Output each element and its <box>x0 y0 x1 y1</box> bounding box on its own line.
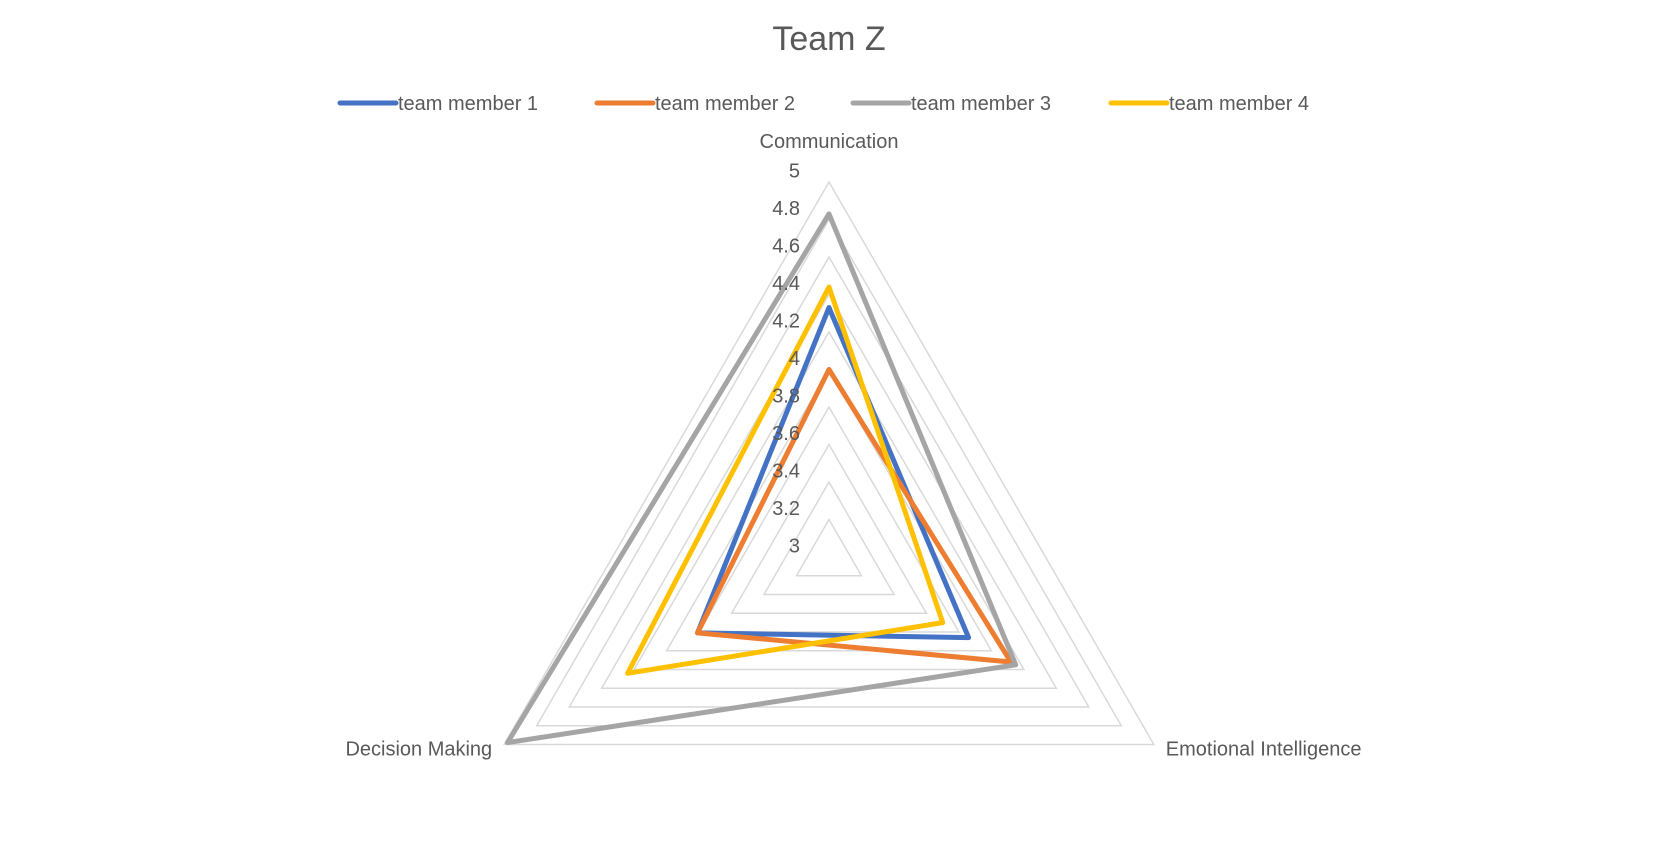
tick-label-5: 4 <box>789 348 800 370</box>
category-label-3: Decision Making <box>345 739 492 761</box>
tick-label-2: 3.4 <box>772 460 800 482</box>
series-1-polygon <box>695 305 972 641</box>
legend-label-3: team member 3 <box>911 93 1051 115</box>
series-4-polygon <box>625 284 946 676</box>
chart-title: Team Z <box>772 20 885 58</box>
legend-item-4: team member 4 <box>1108 93 1309 115</box>
legend: team member 1 team member 2 team member 3 t… <box>337 93 1309 115</box>
tick-label-10: 5 <box>789 160 800 182</box>
grid-ring-1 <box>795 517 863 577</box>
legend-label-2: team member 2 <box>655 93 795 115</box>
grid-ring-4 <box>697 405 961 633</box>
series-group <box>505 211 1019 746</box>
tick-label-7: 4.4 <box>772 273 800 295</box>
legend-item-3: team member 3 <box>850 93 1051 115</box>
tick-label-3: 3.6 <box>772 423 800 445</box>
tick-label-0: 3 <box>789 535 800 557</box>
tick-labels: 3 3.2 3.4 3.6 3.8 4 4.2 4.4 4.6 4.8 5 <box>772 160 800 557</box>
category-label-2: Emotional Intelligence <box>1166 739 1362 761</box>
grid-ring-9 <box>535 217 1123 727</box>
tick-label-9: 4.8 <box>772 198 800 220</box>
series-2-polygon <box>695 367 1014 665</box>
tick-label-1: 3.2 <box>772 498 800 520</box>
grid-ring-3 <box>730 442 928 615</box>
tick-label-6: 4.2 <box>772 310 800 332</box>
grid-ring-8 <box>567 255 1091 708</box>
radar-grid <box>502 180 1156 746</box>
grid-ring-6 <box>632 330 1026 671</box>
tick-label-8: 4.6 <box>772 235 800 257</box>
legend-item-1: team member 1 <box>337 93 538 115</box>
tick-label-4: 3.8 <box>772 385 800 407</box>
legend-item-2: team member 2 <box>594 93 795 115</box>
legend-label-1: team member 1 <box>398 93 538 115</box>
category-label-1: Communication <box>760 131 899 153</box>
legend-label-4: team member 4 <box>1169 93 1309 115</box>
grid-ring-10 <box>502 180 1156 746</box>
series-3-polygon <box>505 211 1019 746</box>
grid-ring-2 <box>762 480 896 596</box>
